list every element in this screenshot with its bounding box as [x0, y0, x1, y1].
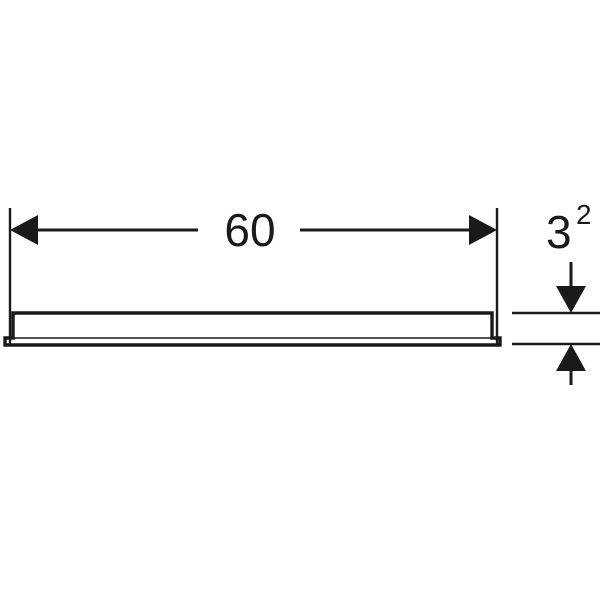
height-dimension-label: 3	[546, 206, 572, 258]
extension-lines-group	[8, 208, 499, 345]
width-arrow-left-icon	[10, 215, 38, 245]
height-dimension-label-exponent: 2	[576, 199, 592, 230]
profile-outline	[3, 311, 502, 347]
product-profile-group	[3, 311, 502, 347]
height-arrow-up-icon	[556, 344, 586, 371]
width-arrow-right-icon	[469, 215, 497, 245]
width-dimension-group: 60	[10, 204, 497, 256]
height-arrow-down-icon	[556, 286, 586, 313]
width-dimension-label: 60	[224, 204, 275, 256]
height-dimension-group: 3 2	[512, 199, 600, 385]
